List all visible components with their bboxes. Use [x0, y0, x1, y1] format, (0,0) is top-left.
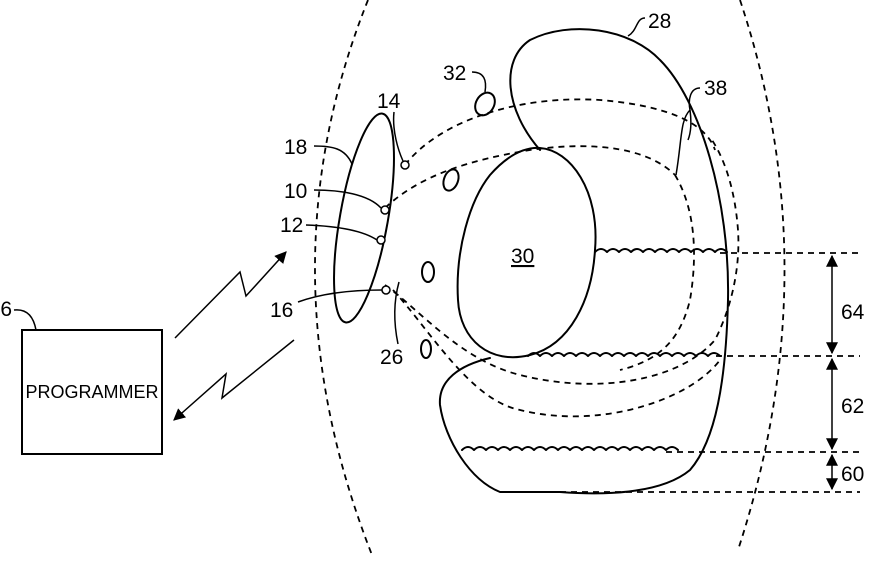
fluid-level-62 — [528, 353, 720, 356]
label-16: 16 — [270, 299, 293, 322]
leader-14 — [394, 112, 403, 161]
label-12: 12 — [280, 214, 303, 237]
blob-lower — [421, 340, 431, 358]
label-38: 38 — [704, 77, 727, 100]
blob-32 — [471, 89, 499, 119]
blob-middle — [422, 262, 434, 282]
telemetry-downlink-arrow — [174, 340, 294, 420]
electrode-12 — [377, 236, 385, 244]
label-28: 28 — [648, 10, 671, 33]
body-boundary-left — [315, 0, 372, 555]
programmer-ref-number: 56 — [0, 298, 12, 321]
leader-32 — [472, 72, 486, 92]
label-10: 10 — [284, 180, 307, 203]
device-housing — [322, 109, 406, 326]
programmer-device: PROGRAMMER 56 — [0, 298, 162, 454]
dimension-label-60: 60 — [841, 463, 864, 486]
label-30: 30 — [511, 245, 534, 268]
programmer-label: PROGRAMMER — [25, 382, 158, 402]
leader-10 — [314, 190, 381, 208]
lead-path-3 — [385, 140, 738, 384]
dimension-label-62: 62 — [841, 395, 864, 418]
electrode-14 — [401, 161, 409, 169]
leader-18 — [314, 146, 352, 164]
body-boundary-right — [738, 0, 785, 550]
fluid-level-64 — [595, 249, 727, 252]
label-32: 32 — [443, 62, 466, 85]
programmer-leader — [14, 310, 36, 330]
label-18: 18 — [284, 136, 307, 159]
electrode-10 — [381, 206, 389, 214]
lead-path-2 — [385, 146, 675, 208]
telemetry-uplink-arrow — [175, 252, 286, 338]
label-14: 14 — [377, 90, 401, 113]
organ-28-upper — [510, 29, 728, 493]
dimension-label-64: 64 — [841, 301, 865, 324]
leader-28 — [628, 18, 645, 36]
lead-path-5 — [620, 175, 694, 370]
electrode-16 — [382, 286, 390, 294]
fluid-level-60 — [462, 447, 678, 450]
label-26: 26 — [380, 346, 403, 369]
organ-28-lower — [440, 358, 560, 492]
